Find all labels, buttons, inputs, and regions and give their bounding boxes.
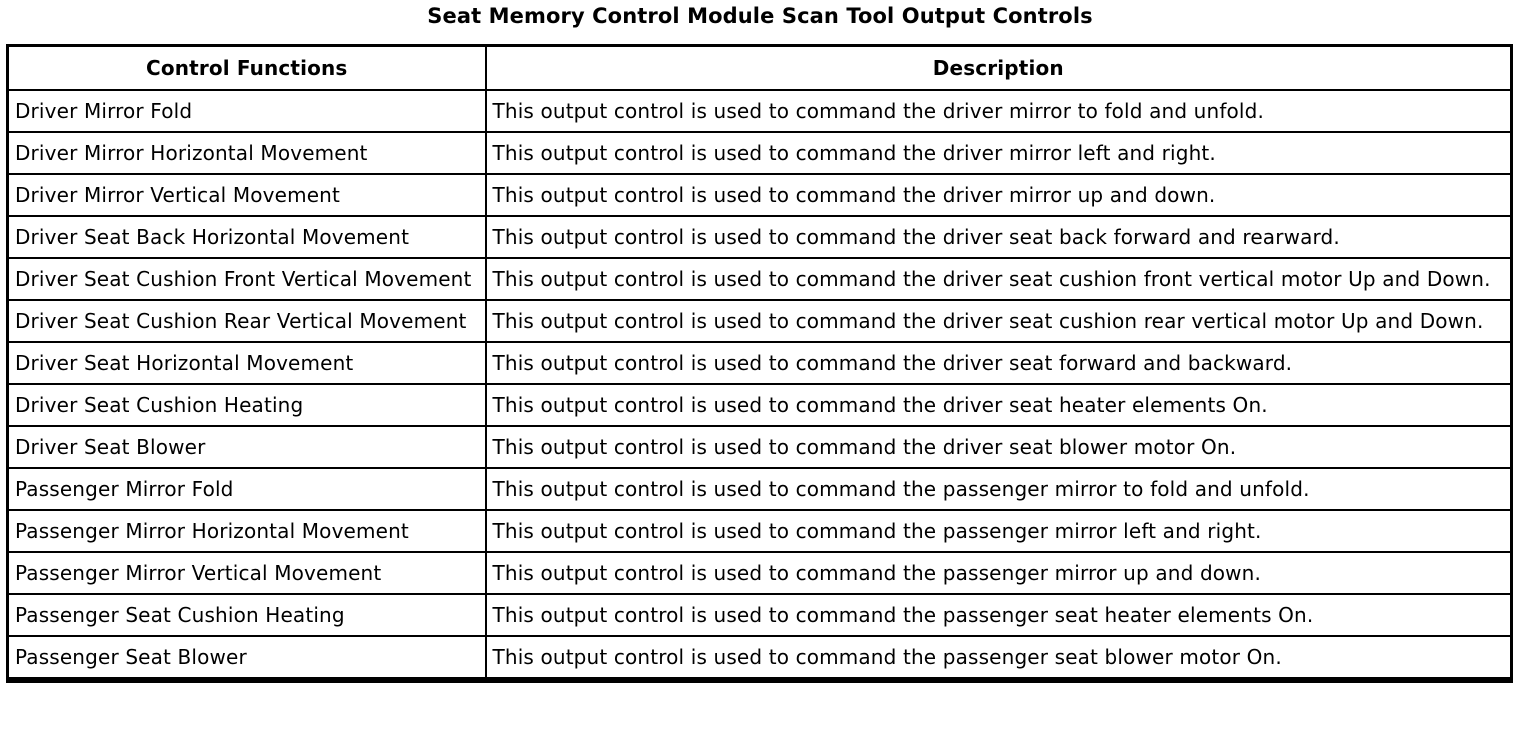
control-function-cell: Driver Seat Back Horizontal Movement [6,215,487,259]
control-function-cell: Passenger Mirror Fold [6,467,487,511]
table-row: Driver Seat Cushion Rear Vertical Moveme… [6,299,1513,343]
description-cell: This output control is used to command t… [484,593,1513,637]
control-function-cell: Driver Seat Blower [6,425,487,469]
control-function-cell: Passenger Mirror Vertical Movement [6,551,487,595]
control-function-cell: Passenger Seat Blower [6,635,487,681]
description-cell: This output control is used to command t… [484,89,1513,133]
description-cell: This output control is used to command t… [484,635,1513,681]
description-cell: This output control is used to command t… [484,299,1513,343]
description-cell: This output control is used to command t… [484,215,1513,259]
control-function-cell: Driver Seat Cushion Front Vertical Movem… [6,257,487,301]
control-function-cell: Passenger Mirror Horizontal Movement [6,509,487,553]
description-cell: This output control is used to command t… [484,173,1513,217]
description-cell: This output control is used to command t… [484,425,1513,469]
description-cell: This output control is used to command t… [484,467,1513,511]
description-cell: This output control is used to command t… [484,257,1513,301]
header-control-functions: Control Functions [6,44,487,91]
table-row: Driver Seat Cushion Front Vertical Movem… [6,257,1513,301]
description-cell: This output control is used to command t… [484,551,1513,595]
control-function-cell: Driver Seat Cushion Heating [6,383,487,427]
output-controls-table: Control Functions Description Driver Mir… [6,44,1513,683]
control-function-cell: Driver Seat Cushion Rear Vertical Moveme… [6,299,487,343]
control-function-cell: Driver Mirror Vertical Movement [6,173,487,217]
description-cell: This output control is used to command t… [484,383,1513,427]
page-title: Seat Memory Control Module Scan Tool Out… [427,4,1093,28]
control-function-cell: Driver Seat Horizontal Movement [6,341,487,385]
description-cell: This output control is used to command t… [484,131,1513,175]
control-function-cell: Passenger Seat Cushion Heating [6,593,487,637]
description-cell: This output control is used to command t… [484,509,1513,553]
control-function-cell: Driver Mirror Horizontal Movement [6,131,487,175]
table-header-row: Control Functions Description [6,44,1513,91]
description-cell: This output control is used to command t… [484,341,1513,385]
control-function-cell: Driver Mirror Fold [6,89,487,133]
header-description: Description [484,44,1513,91]
